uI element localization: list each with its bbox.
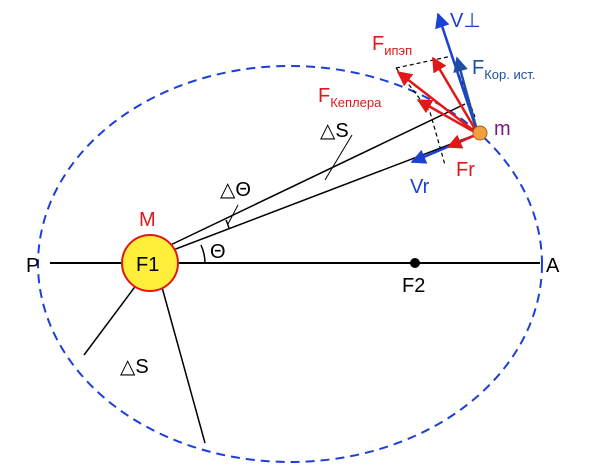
label-theta: Θ — [210, 241, 226, 263]
construction-lines-2 — [395, 67, 446, 166]
orbit-ellipse — [37, 65, 543, 463]
label-f-kepler: FКеплера — [318, 85, 382, 110]
planet-m — [472, 125, 488, 141]
f-kepler-arrow — [396, 71, 479, 135]
label-vr: Vr — [410, 176, 430, 198]
label-fr: Fr — [456, 159, 475, 181]
sun-f1 — [121, 234, 179, 292]
label-mass-m-upper: M — [139, 209, 156, 231]
theta-arc — [200, 244, 206, 264]
radius-lower-right — [159, 279, 206, 444]
label-f-kepler-sub: Кеплера — [330, 95, 382, 110]
delta-theta-leader — [227, 204, 239, 225]
label-delta-theta: △Θ — [220, 179, 251, 201]
label-delta-s-top: △S — [320, 120, 349, 142]
label-a: A — [546, 255, 560, 277]
delta-s-leader — [324, 134, 353, 181]
label-f-ipep: Fипэп — [372, 33, 412, 58]
label-f-kor: FКор. ист. — [472, 57, 535, 82]
focus-f2-point — [410, 258, 420, 268]
label-f-kor-main: F — [472, 57, 484, 79]
label-delta-s-bottom: △S — [120, 356, 149, 378]
label-p: P — [26, 255, 39, 277]
label-f-kepler-main: F — [318, 85, 330, 107]
radius-to-planet — [159, 132, 481, 256]
label-v-perp: V⊥ — [450, 10, 481, 32]
label-f-ipep-main: F — [372, 33, 384, 55]
fr-arrow — [446, 132, 479, 149]
label-f1: F1 — [136, 254, 159, 276]
label-planet-m: m — [494, 118, 511, 140]
radius-lower-left — [83, 279, 141, 356]
radius-to-previous — [159, 103, 466, 251]
f-kepler-arrow-2 — [416, 98, 479, 136]
label-f-ipep-sub: ипэп — [384, 43, 412, 58]
f-kor-arrow — [453, 56, 480, 135]
f-ipep-arrow — [431, 56, 480, 135]
label-f-kor-sub: Кор. ист. — [484, 67, 535, 82]
delta-theta-arc — [225, 219, 230, 229]
label-f2: F2 — [402, 275, 425, 297]
